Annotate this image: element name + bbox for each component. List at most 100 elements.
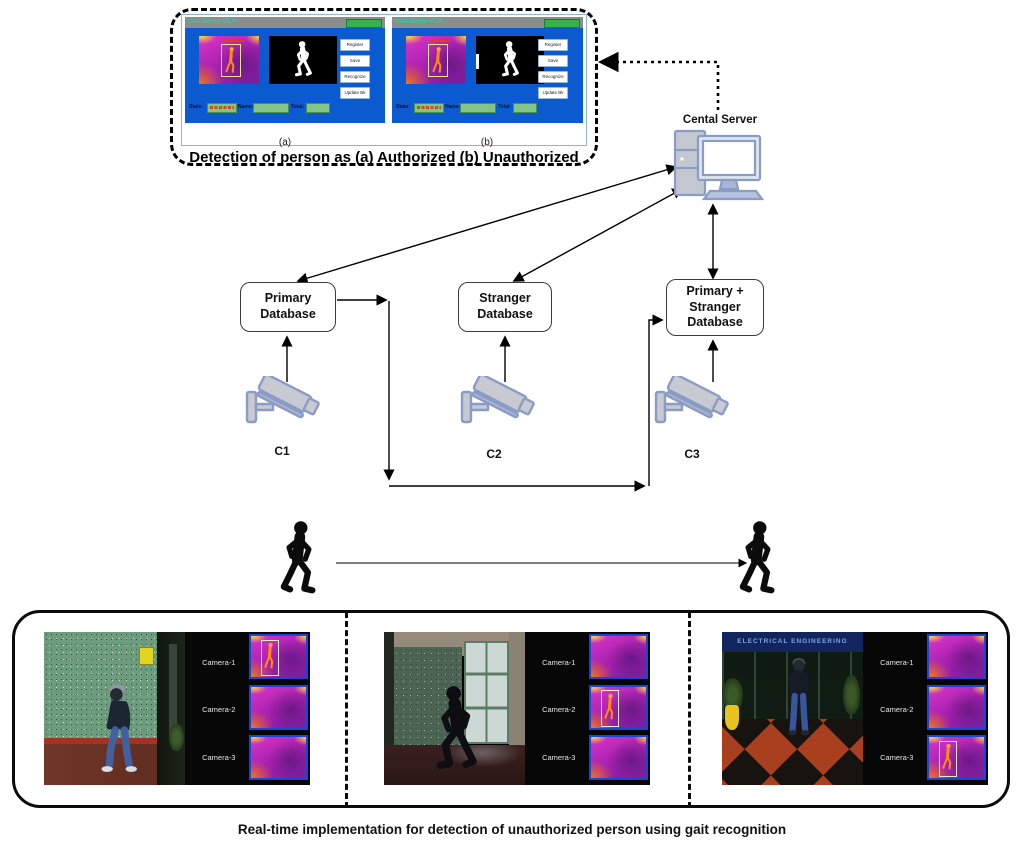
dotted-arrow-server-to-demo — [597, 51, 720, 110]
camera-2-label: Camera-2 — [542, 705, 576, 715]
banner-text: ELECTRICAL ENGINEERING — [737, 638, 848, 646]
plant-left — [722, 677, 744, 712]
total-label: Total: — [498, 104, 512, 110]
register-button: Register — [538, 39, 568, 51]
titlebar: Gait Demo V1.0 — [392, 17, 583, 28]
person-bounding-box — [220, 43, 241, 78]
state-label: State: — [396, 104, 410, 110]
window-title: Gait Demo V1.0 — [188, 18, 236, 25]
camera-3-label: Camera-3 — [202, 752, 236, 762]
recognize-button: Recognize — [538, 71, 568, 83]
primary-stranger-database-box: Primary + Stranger Database — [666, 279, 764, 336]
walking-silhouette-icon — [294, 41, 312, 77]
camera-c3-label: C3 — [684, 447, 700, 461]
silhouette-view — [269, 36, 337, 84]
dark-edge — [384, 632, 394, 785]
camera-c1-icon — [243, 376, 327, 440]
thermal-tile-camera-1 — [926, 634, 986, 680]
camera-1-label: Camera-1 — [202, 658, 236, 667]
person-bounding-box — [427, 43, 448, 78]
total-field — [513, 103, 537, 113]
total-field — [306, 103, 330, 113]
thermal-tile-camera-2 — [248, 684, 308, 730]
walking-person-right-icon — [736, 519, 780, 601]
camera-c2-icon — [458, 376, 542, 440]
camera-feed-panel: Camera-1 Camera-2 Camera-3 — [524, 632, 650, 785]
walking-man — [436, 685, 477, 769]
state-value — [210, 106, 234, 109]
walking-man — [101, 683, 137, 772]
scene-photo-2: Camera-1 Camera-2 Camera-3 — [384, 632, 650, 785]
yellow-sign — [139, 647, 154, 665]
update-bk-button: Update Bk — [340, 87, 370, 99]
subfigure-label-a: (a) — [278, 137, 292, 148]
camera-1-label: Camera-1 — [542, 658, 576, 667]
walking-person-left-icon — [277, 519, 321, 601]
thermal-tile-camera-3 — [926, 735, 986, 781]
realtime-caption: Real-time implementation for detection o… — [237, 822, 787, 837]
state-label: State: — [189, 104, 203, 110]
gait-demo-window-a: Gait Demo V1.0 Register Save Recognize U… — [185, 17, 385, 123]
right-wall — [509, 632, 525, 746]
scene-photo-3: ELECTRICAL ENGINEERING Camera-1 Camera-2… — [722, 632, 988, 785]
name-field — [460, 103, 496, 113]
plant-right — [843, 674, 861, 715]
hallway-scene — [44, 632, 185, 785]
yellow-pot — [724, 705, 739, 730]
arrow-up-into-combineddb — [648, 314, 664, 486]
state-field — [207, 103, 237, 113]
thermal-tile-camera-2 — [588, 684, 648, 730]
lobby-scene: ELECTRICAL ENGINEERING — [722, 632, 863, 785]
thermal-tile-camera-2 — [926, 684, 986, 730]
name-field — [253, 103, 289, 113]
demo-caption: Detection of person as (a) Authorized (b… — [189, 149, 579, 166]
register-button: Register — [340, 39, 370, 51]
window-title: Gait Demo V1.0 — [395, 18, 443, 25]
demo-dashed-panel: Gait Demo V1.0 Register Save Recognize U… — [170, 8, 598, 166]
camera-feed-panel: Camera-1 Camera-2 Camera-3 — [184, 632, 310, 785]
door-glass — [169, 644, 177, 737]
entrance-banner: ELECTRICAL ENGINEERING — [722, 632, 863, 652]
walking-silhouette-icon — [501, 41, 519, 77]
detection-bounding-box — [938, 740, 957, 778]
save-button: Save — [538, 55, 568, 67]
thermal-tile-camera-3 — [588, 735, 648, 781]
camera-2-label: Camera-2 — [202, 705, 236, 715]
recognize-button: Recognize — [340, 71, 370, 83]
arrow-primarydb-server — [296, 164, 678, 284]
thermal-view — [199, 36, 259, 84]
server-computer-icon — [672, 128, 764, 202]
realtime-panel — [12, 610, 1010, 808]
detection-bounding-box — [260, 639, 279, 677]
camera-c3-icon — [652, 376, 736, 440]
panel-divider-1 — [345, 612, 348, 808]
camera-3-label: Camera-3 — [542, 752, 576, 762]
camera-3-label: Camera-3 — [880, 752, 914, 762]
titlebar-badge — [544, 19, 580, 28]
update-bk-button: Update Bk — [538, 87, 568, 99]
central-server-label: Cental Server — [682, 114, 758, 126]
thermal-view — [406, 36, 466, 84]
stranger-database-box: Stranger Database — [458, 282, 552, 332]
camera-feed-panel: Camera-1 Camera-2 Camera-3 — [862, 632, 988, 785]
window — [464, 641, 510, 744]
save-button: Save — [340, 55, 370, 67]
camera-2-label: Camera-2 — [880, 705, 914, 715]
thermal-tile-camera-3 — [248, 735, 308, 781]
primary-database-box: Primary Database — [240, 282, 336, 332]
room-scene — [384, 632, 525, 785]
state-value — [417, 106, 441, 109]
silhouette-view — [476, 36, 544, 84]
scene-photo-1: Camera-1 Camera-2 Camera-3 — [44, 632, 310, 785]
detection-tag — [223, 40, 244, 43]
state-field — [414, 103, 444, 113]
walking-man — [788, 658, 810, 736]
panel-divider-2 — [688, 612, 691, 808]
camera-1-label: Camera-1 — [880, 658, 914, 667]
thermal-tile-camera-1 — [588, 634, 648, 680]
silhouette-partial — [476, 54, 479, 69]
detection-bounding-box — [600, 690, 619, 727]
plant — [169, 723, 184, 752]
